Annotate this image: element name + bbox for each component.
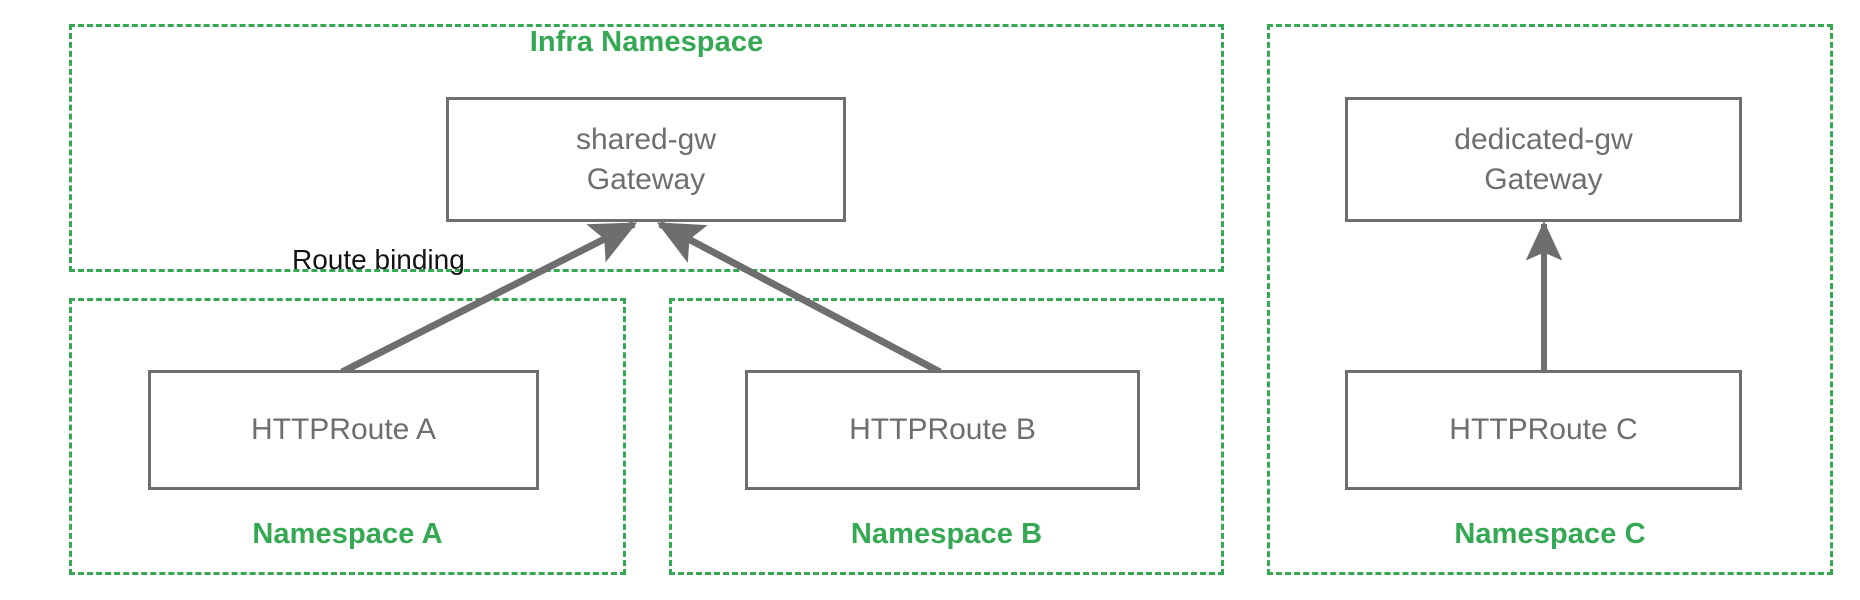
node-httproute-b[interactable]: HTTPRoute B [745,370,1140,490]
namespace-c [1267,24,1833,575]
namespace-infra [69,24,1224,272]
node-httproute-a[interactable]: HTTPRoute A [148,370,539,490]
node-httproute-c-label: HTTPRoute C [1449,413,1638,447]
namespace-a-label: Namespace A [252,518,443,550]
node-shared-gw[interactable]: shared-gw Gateway [446,97,846,222]
node-dedicated-gw-label: dedicated-gw Gateway [1454,122,1633,196]
node-httproute-c[interactable]: HTTPRoute C [1345,370,1742,490]
node-httproute-a-label: HTTPRoute A [250,413,437,447]
node-httproute-b-label: HTTPRoute B [849,413,1036,447]
edge-label-route-binding: Route binding [292,244,465,275]
node-dedicated-gw[interactable]: dedicated-gw Gateway [1345,97,1742,222]
namespace-infra-label: Infra Namespace [529,26,764,58]
namespace-b-label: Namespace B [850,518,1043,550]
node-shared-gw-label: shared-gw Gateway [575,122,717,196]
namespace-c-label: Namespace C [1454,518,1646,550]
